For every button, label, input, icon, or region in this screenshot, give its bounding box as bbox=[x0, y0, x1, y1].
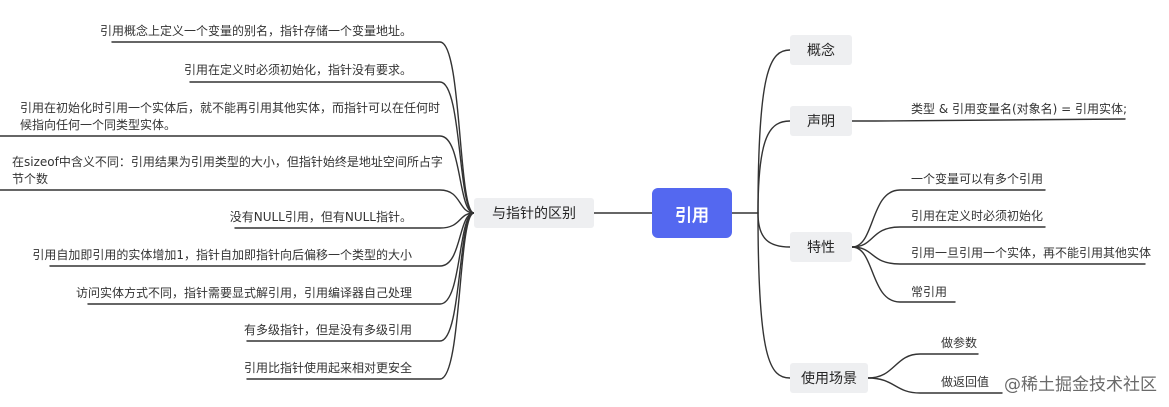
leaf-difference-6[interactable]: 引用自加即引用的实体增加1，指针自加即指针向后偏移一个类型的大小 bbox=[32, 248, 412, 262]
link-feature-2 bbox=[851, 226, 1046, 248]
branch-features[interactable]: 特性 bbox=[790, 232, 852, 262]
leaf-usage-1[interactable]: 做参数 bbox=[941, 336, 978, 350]
branch-declaration[interactable]: 声明 bbox=[790, 106, 852, 136]
link-usage-1 bbox=[867, 353, 979, 379]
link-left-9 bbox=[246, 212, 475, 380]
link-declaration-leaf bbox=[851, 118, 1126, 122]
branch-usage[interactable]: 使用场景 bbox=[790, 363, 868, 393]
link-left-4 bbox=[0, 189, 475, 214]
link-declaration bbox=[757, 120, 791, 214]
link-left-5 bbox=[234, 212, 475, 229]
branch-pointer-difference[interactable]: 与指针的区别 bbox=[474, 198, 594, 228]
link-concept bbox=[757, 49, 791, 214]
leaf-difference-7[interactable]: 访问实体方式不同，指针需要显式解引用，引用编译器自己处理 bbox=[75, 286, 412, 300]
leaf-feature-3[interactable]: 引用一旦引用一个实体，再不能引用其他实体 bbox=[911, 246, 1152, 260]
link-feature-4 bbox=[851, 246, 956, 303]
leaf-difference-3[interactable]: 引用在初始化时引用一个实体后，就不能再引用其他实体，而指针可以在任何时候指向任何… bbox=[20, 101, 441, 132]
link-feature-1 bbox=[851, 189, 1046, 248]
link-usage-2 bbox=[867, 377, 1003, 394]
link-left-6 bbox=[49, 212, 475, 267]
leaf-difference-1[interactable]: 引用概念上定义一个变量的别名，指针存储一个变量地址。 bbox=[99, 24, 412, 38]
root-node[interactable]: 引用 bbox=[652, 188, 732, 238]
leaf-usage-2[interactable]: 做返回值 bbox=[941, 375, 990, 389]
link-usage bbox=[757, 212, 791, 379]
link-left-2 bbox=[189, 81, 475, 214]
leaf-difference-5[interactable]: 没有NULL引用，但有NULL指针。 bbox=[229, 210, 412, 224]
branch-concept[interactable]: 概念 bbox=[790, 35, 852, 65]
leaf-difference-8[interactable]: 有多级指针，但是没有多级引用 bbox=[243, 323, 412, 337]
link-features bbox=[757, 212, 791, 248]
link-feature-3 bbox=[851, 246, 1146, 265]
leaf-difference-2[interactable]: 引用在定义时必须初始化，指针没有要求。 bbox=[183, 63, 412, 77]
watermark: @稀土掘金技术社区 bbox=[1004, 375, 1157, 395]
leaf-feature-4[interactable]: 常引用 bbox=[911, 285, 948, 299]
leaf-feature-2[interactable]: 引用在定义时必须初始化 bbox=[911, 209, 1044, 223]
link-left-3 bbox=[0, 135, 475, 214]
leaf-declaration[interactable]: 类型 & 引用变量名(对象名) = 引用实体; bbox=[911, 102, 1128, 116]
leaf-difference-9[interactable]: 引用比指针使用起来相对更安全 bbox=[243, 361, 412, 375]
leaf-difference-4[interactable]: 在sizeof中含义不同：引用结果为引用类型的大小，但指针始终是地址空间所占字节… bbox=[12, 155, 443, 186]
leaf-feature-1[interactable]: 一个变量可以有多个引用 bbox=[911, 172, 1044, 186]
